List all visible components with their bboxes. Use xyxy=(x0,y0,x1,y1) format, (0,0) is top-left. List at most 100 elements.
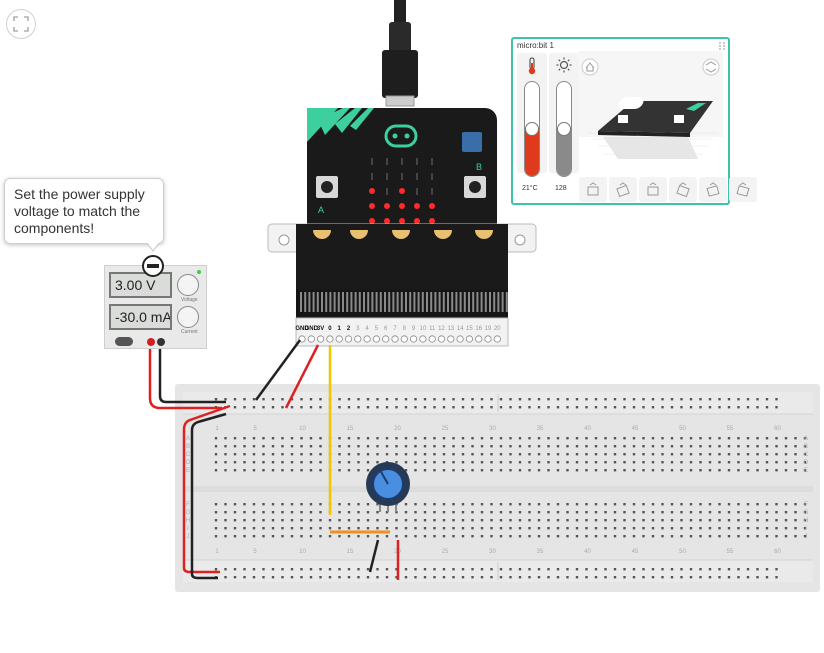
rail-hole[interactable] xyxy=(252,568,256,571)
breadboard-hole[interactable] xyxy=(271,437,275,440)
rail-hole[interactable] xyxy=(613,568,617,571)
breadboard-hole[interactable] xyxy=(699,469,702,472)
microbit-logo-icon[interactable] xyxy=(384,124,418,148)
breadboard-hole[interactable] xyxy=(385,511,389,514)
rail-hole[interactable] xyxy=(423,576,427,579)
breadboard-hole[interactable] xyxy=(271,519,275,522)
breadboard-hole[interactable] xyxy=(566,535,569,538)
rail-hole[interactable] xyxy=(547,568,550,571)
breadboard-hole[interactable] xyxy=(708,461,712,464)
rail-hole[interactable] xyxy=(252,576,256,579)
breadboard-hole[interactable] xyxy=(319,503,322,506)
breadboard-hole[interactable] xyxy=(528,527,531,530)
breadboard-hole[interactable] xyxy=(528,437,531,440)
rail-hole[interactable] xyxy=(765,406,769,409)
breadboard-hole[interactable] xyxy=(613,461,617,464)
breadboard-hole[interactable] xyxy=(357,503,360,506)
breadboard-hole[interactable] xyxy=(385,453,389,456)
breadboard-hole[interactable] xyxy=(708,511,712,514)
rail-hole[interactable] xyxy=(518,568,522,571)
breadboard-hole[interactable] xyxy=(338,527,341,530)
breadboard-hole[interactable] xyxy=(423,437,427,440)
breadboard-hole[interactable] xyxy=(803,469,807,472)
breadboard-hole[interactable] xyxy=(556,527,560,530)
rail-hole[interactable] xyxy=(461,568,465,571)
breadboard-hole[interactable] xyxy=(623,469,626,472)
breadboard-hole[interactable] xyxy=(708,503,712,506)
breadboard-hole[interactable] xyxy=(338,453,341,456)
breadboard-hole[interactable] xyxy=(214,461,218,464)
edge-pad-0[interactable] xyxy=(313,230,331,239)
rail-hole[interactable] xyxy=(670,576,674,579)
breadboard-hole[interactable] xyxy=(765,511,769,514)
pin-hole[interactable] xyxy=(372,335,380,343)
rail-hole[interactable] xyxy=(727,398,731,401)
breadboard-hole[interactable] xyxy=(509,453,512,456)
breadboard-hole[interactable] xyxy=(224,461,227,464)
rail-hole[interactable] xyxy=(300,406,303,409)
breadboard-hole[interactable] xyxy=(452,453,455,456)
rail-hole[interactable] xyxy=(480,568,484,571)
breadboard-hole[interactable] xyxy=(271,527,275,530)
breadboard-hole[interactable] xyxy=(262,527,265,530)
breadboard-hole[interactable] xyxy=(471,519,474,522)
breadboard-hole[interactable] xyxy=(775,519,778,522)
rail-hole[interactable] xyxy=(243,568,246,571)
breadboard-hole[interactable] xyxy=(794,437,797,440)
rail-hole[interactable] xyxy=(461,576,465,579)
rail-hole[interactable] xyxy=(385,406,389,409)
breadboard-hole[interactable] xyxy=(727,519,731,522)
breadboard-hole[interactable] xyxy=(509,527,512,530)
rail-hole[interactable] xyxy=(376,568,379,571)
rail-hole[interactable] xyxy=(290,406,294,409)
breadboard-hole[interactable] xyxy=(461,453,465,456)
breadboard-hole[interactable] xyxy=(699,519,702,522)
rail-hole[interactable] xyxy=(613,576,617,579)
breadboard-hole[interactable] xyxy=(699,445,702,448)
breadboard-hole[interactable] xyxy=(765,503,769,506)
breadboard-hole[interactable] xyxy=(803,445,807,448)
rail-hole[interactable] xyxy=(727,406,731,409)
breadboard-hole[interactable] xyxy=(547,453,550,456)
breadboard-hole[interactable] xyxy=(604,535,607,538)
breadboard-hole[interactable] xyxy=(518,453,522,456)
rail-hole[interactable] xyxy=(262,398,265,401)
breadboard-hole[interactable] xyxy=(224,445,227,448)
breadboard-hole[interactable] xyxy=(338,503,341,506)
rail-hole[interactable] xyxy=(670,568,674,571)
gesture-button[interactable] xyxy=(729,177,757,202)
breadboard-hole[interactable] xyxy=(357,519,360,522)
fullscreen-button[interactable] xyxy=(6,9,36,39)
rail-hole[interactable] xyxy=(509,576,512,579)
rail-hole[interactable] xyxy=(509,398,512,401)
breadboard-hole[interactable] xyxy=(727,453,731,456)
breadboard-hole[interactable] xyxy=(471,511,474,514)
breadboard-hole[interactable] xyxy=(765,519,769,522)
rail-hole[interactable] xyxy=(214,398,218,401)
rail-hole[interactable] xyxy=(414,398,417,401)
breadboard-hole[interactable] xyxy=(708,535,712,538)
breadboard-hole[interactable] xyxy=(404,461,408,464)
pin-hole[interactable] xyxy=(363,335,371,343)
rail-hole[interactable] xyxy=(765,576,769,579)
rail-hole[interactable] xyxy=(423,398,427,401)
rail-hole[interactable] xyxy=(642,576,645,579)
breadboard-hole[interactable] xyxy=(509,445,512,448)
rail-hole[interactable] xyxy=(224,398,227,401)
rail-hole[interactable] xyxy=(623,406,626,409)
rail-hole[interactable] xyxy=(233,568,237,571)
breadboard-hole[interactable] xyxy=(243,461,246,464)
breadboard-hole[interactable] xyxy=(214,469,218,472)
breadboard-hole[interactable] xyxy=(433,445,436,448)
breadboard-hole[interactable] xyxy=(661,527,664,530)
rail-hole[interactable] xyxy=(224,576,227,579)
breadboard-hole[interactable] xyxy=(404,445,408,448)
rail-hole[interactable] xyxy=(756,398,759,401)
breadboard-hole[interactable] xyxy=(233,445,237,448)
breadboard-hole[interactable] xyxy=(794,503,797,506)
breadboard-hole[interactable] xyxy=(376,445,379,448)
breadboard-hole[interactable] xyxy=(775,469,778,472)
breadboard-hole[interactable] xyxy=(347,503,351,506)
breadboard-hole[interactable] xyxy=(404,535,408,538)
breadboard-hole[interactable] xyxy=(281,511,284,514)
